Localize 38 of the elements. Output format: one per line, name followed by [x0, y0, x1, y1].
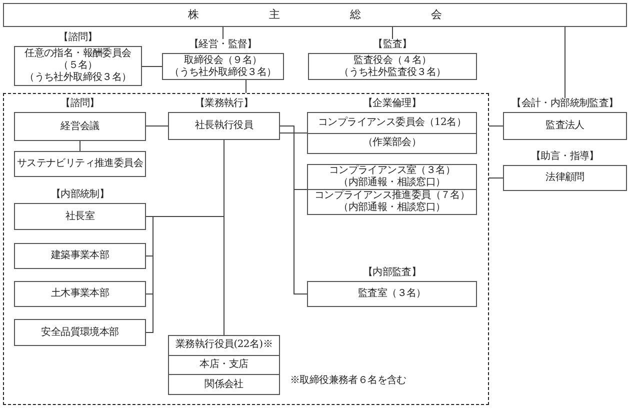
box-label: コンプライアンス委員会（12名） [318, 116, 466, 129]
box-label: コンプライアンス推進委員（７名）（内部通報・相談窓口） [313, 190, 471, 214]
box-label: 任意の指名・報酬委員会（５名）（うち社外取締役３名） [24, 48, 132, 84]
section-heading: 【経営・監督】 [189, 39, 257, 51]
box-label: 法律顧問 [546, 172, 584, 184]
section-heading: 【会計・内部統制監査】 [512, 98, 618, 110]
section-heading: 【内部統制】 [50, 189, 110, 201]
section-heading: 【業務執行】 [194, 98, 254, 110]
section-heading: 【助言・指導】 [531, 151, 599, 163]
box-label: 社長室 [65, 210, 95, 222]
box-label: コンプライアンス室（３名）（内部通報・相談窓口） [328, 165, 456, 189]
box-label: 土木事業本部 [50, 288, 110, 300]
box-label: 監査室（３名） [358, 288, 426, 300]
box-label: 社長執行役員 [194, 120, 254, 132]
box-label: （作業部会） [362, 137, 422, 150]
box-label: 業務執行役員(22名)※ [176, 339, 272, 352]
section-heading: 【監査】 [373, 39, 412, 51]
box-label: 安全品質環境本部 [41, 326, 119, 338]
connector-line [222, 26, 224, 40]
section-heading: 【企業倫理】 [362, 98, 422, 110]
connector-line [280, 126, 308, 294]
connector-line [142, 66, 162, 67]
box-label: 本店・支店 [200, 359, 248, 371]
box-label: 建築事業本部 [50, 250, 110, 262]
box-label: 取締役会（９名）（うち社外取締役３名） [168, 54, 278, 78]
section-heading: 【諮問】 [60, 98, 100, 110]
box-label: 監査役会（４名）（うち社外監査役３名） [338, 54, 447, 78]
box-label: 経営会議 [60, 120, 100, 132]
box-label: 関係会社 [204, 378, 244, 391]
connector-line [564, 26, 566, 98]
footnote: ※取締役兼務者６名を含む [290, 375, 408, 387]
connector-line [392, 26, 393, 40]
box-label: 監査法人 [546, 120, 584, 132]
section-heading: 【諮問】 [58, 32, 98, 44]
connector-line [280, 132, 308, 134]
section-heading: 【内部監査】 [362, 267, 422, 279]
box-label: サステナビリティ推進委員会 [16, 158, 144, 170]
box-label: 株主総会 [187, 9, 512, 21]
